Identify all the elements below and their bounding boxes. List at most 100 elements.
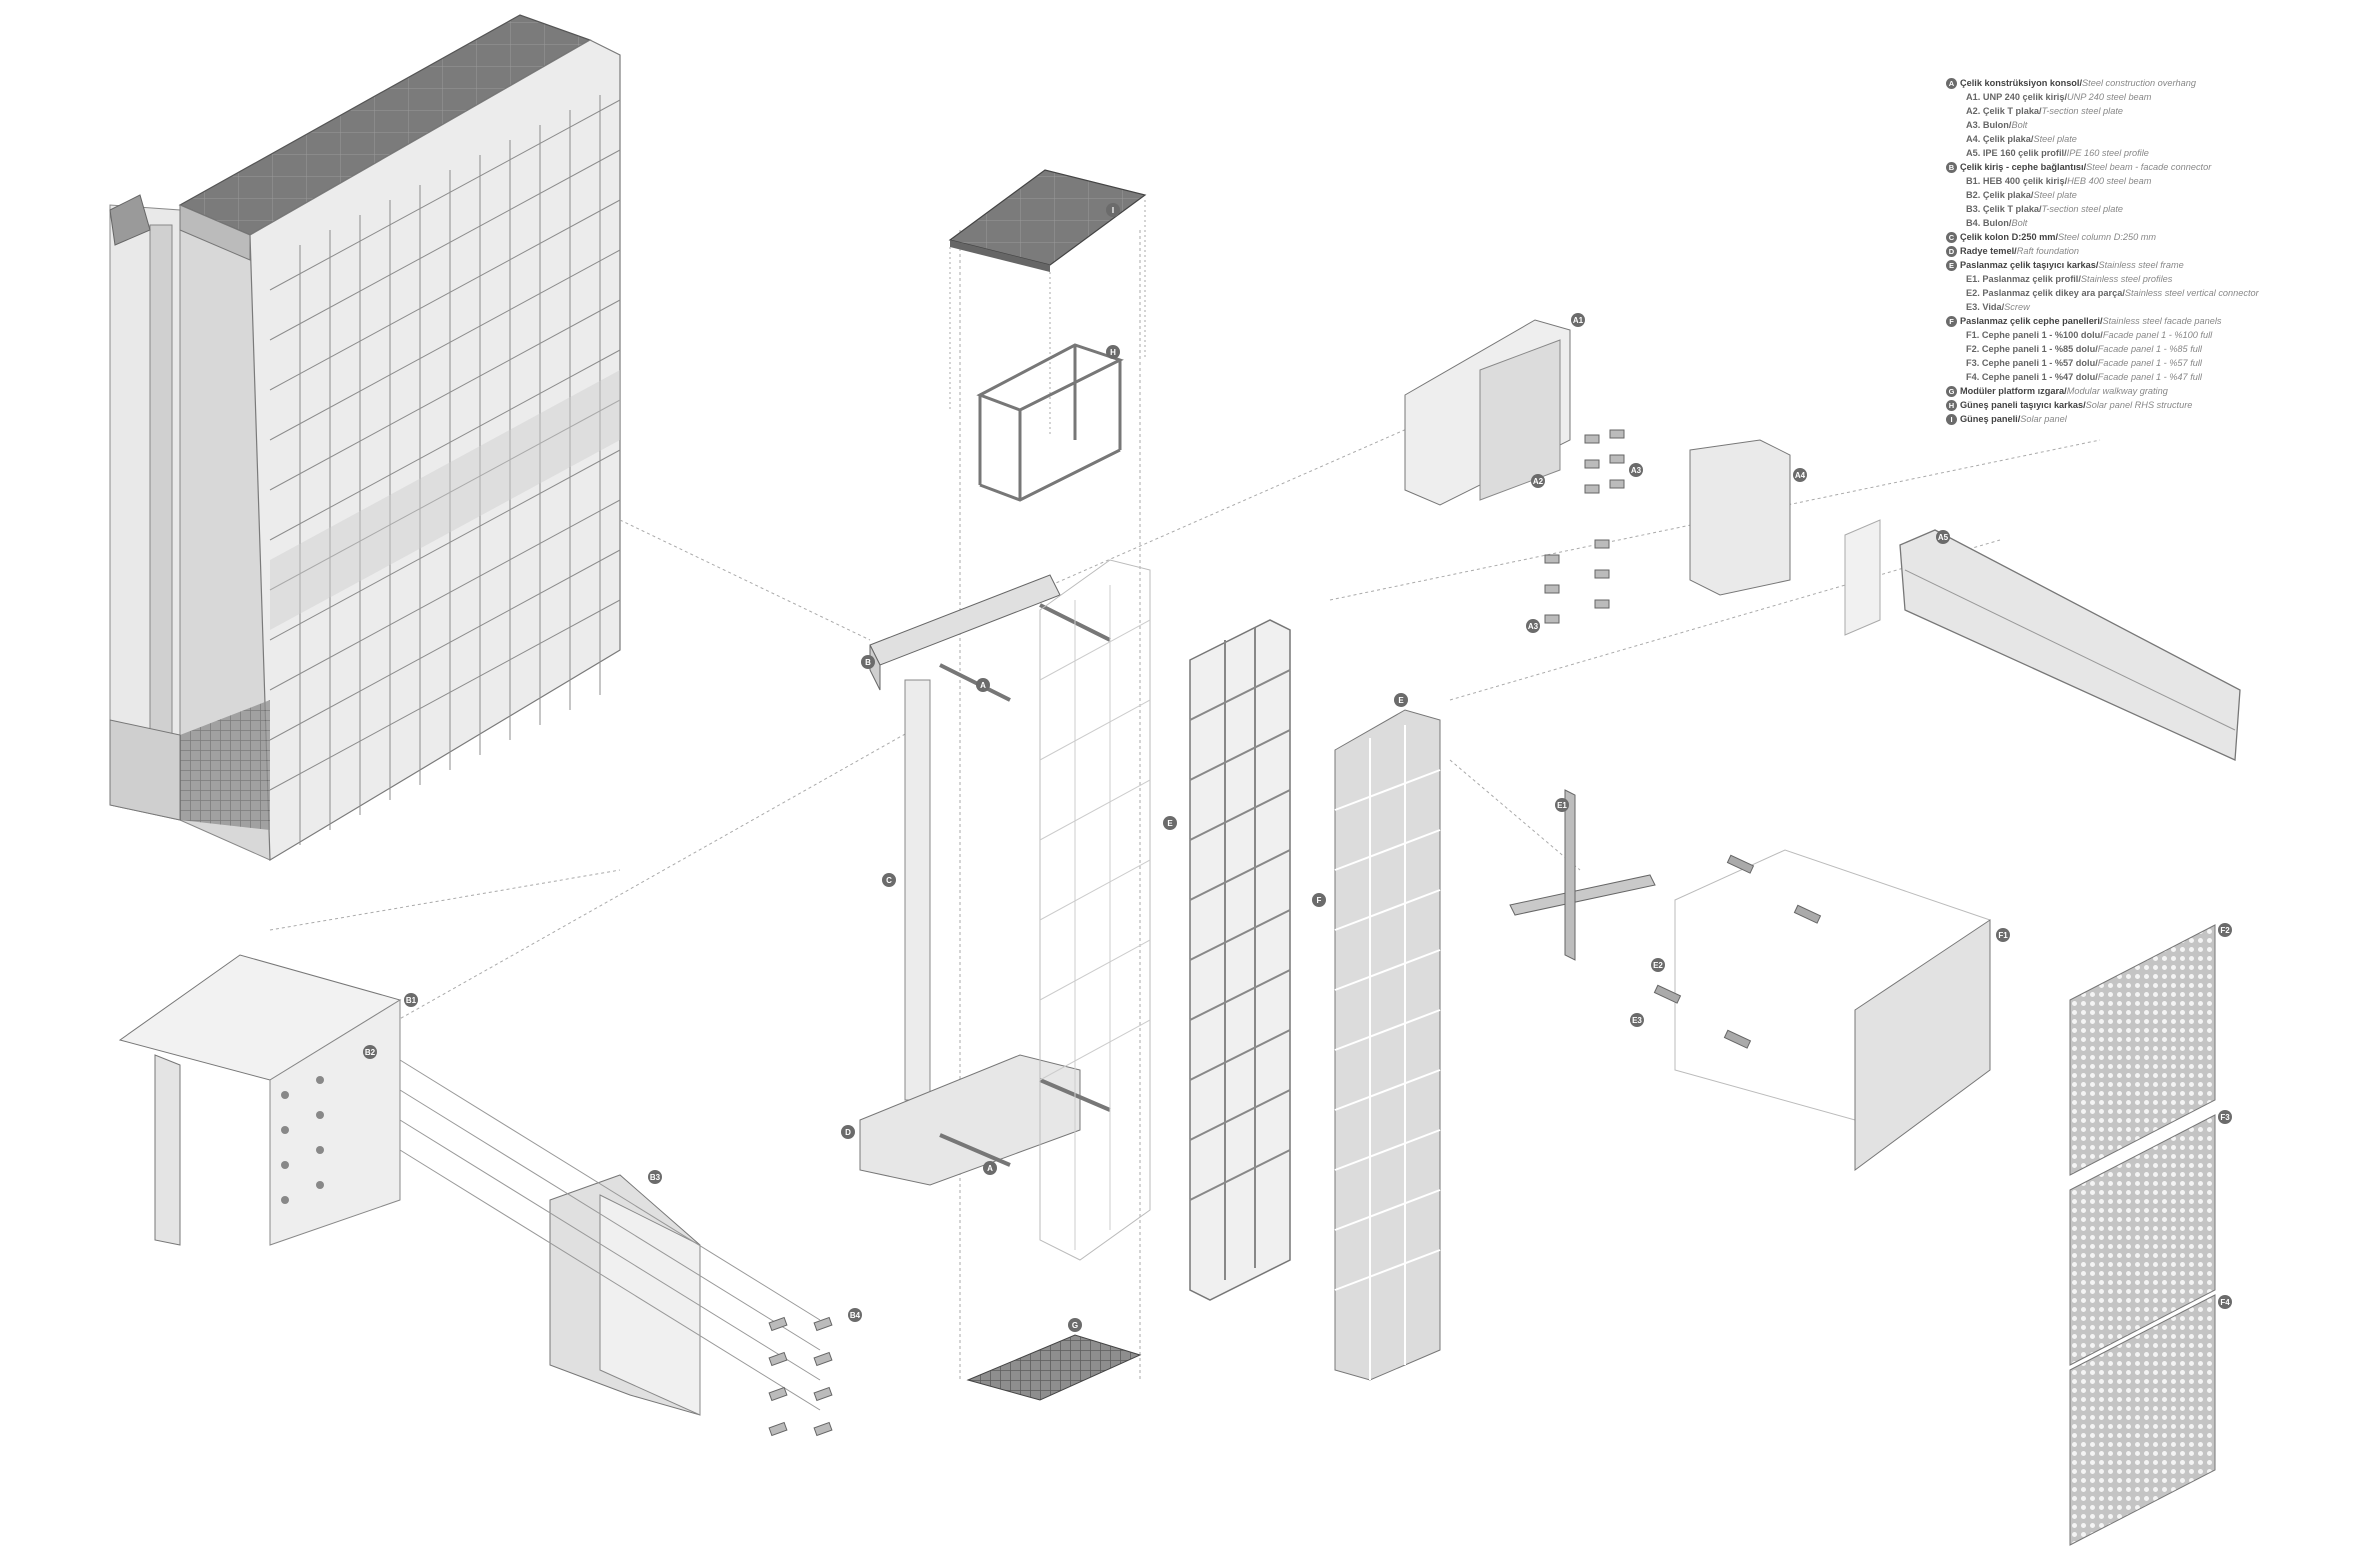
legend-item-en: Steel plate [2033, 134, 2077, 144]
legend-item-key: E3. [1966, 302, 1980, 312]
legend-item-en: Facade panel 1 - %57 full [2097, 358, 2202, 368]
legend-item: A3. Bulon/Bolt [1966, 120, 2028, 130]
legend-key-badge: B [1946, 162, 1957, 174]
legend-item-tr: Çelik plaka [1982, 134, 2031, 144]
legend-item-en: Stainless steel vertical connector [2124, 288, 2259, 298]
legend-item-en: T-section steel plate [2041, 204, 2123, 214]
legend-item-tr: Çelik plaka [1982, 190, 2031, 200]
legend-item-en: HEB 400 steel beam [2067, 176, 2152, 186]
legend-item-tr: Çelik T plaka [1982, 106, 2040, 116]
callout-b3: B3 [650, 1173, 661, 1182]
callout-b1: B1 [406, 996, 417, 1005]
legend-label-tr: Paslanmaz çelik taşıyıcı karkas [1960, 260, 2096, 270]
legend-label-tr: Paslanmaz çelik cephe panelleri [1960, 316, 2100, 326]
legend-item-key: A3. [1966, 120, 1981, 130]
legend-item-en: Stainless steel profiles [2080, 274, 2173, 284]
legend-label-tr: Çelik kiriş - cephe bağlantısı [1960, 162, 2084, 172]
legend-key-badge: H [1946, 400, 1957, 412]
legend-item-tr: Cephe paneli 1 - %85 dolu [1981, 344, 2096, 354]
legend-item-tr: IPE 160 çelik profil [1982, 148, 2065, 158]
legend-item: B4. Bulon/Bolt [1966, 218, 2028, 228]
callout-a2: A2 [1533, 477, 1544, 486]
legend-label-tr: Çelik konstrüksiyon konsol [1960, 78, 2080, 88]
legend-item: E2. Paslanmaz çelik dikey ara parça/Stai… [1966, 288, 2259, 298]
callout-a-top: A [980, 681, 986, 690]
callout-e1: E1 [1557, 801, 1567, 810]
legend-key-badge: C [1946, 232, 1957, 244]
perforated-facade-panels: F2 F3 F4 [2069, 923, 2232, 1546]
panel-connector-detail: E1 E2 E3 F1 [1509, 789, 2010, 1171]
legend-label-en: Solar panel RHS structure [2085, 400, 2193, 410]
legend-item: F1. Cephe paneli 1 - %100 dolu/Facade pa… [1966, 330, 2213, 340]
legend-item: F3. Cephe paneli 1 - %57 dolu/Facade pan… [1966, 358, 2202, 368]
callout-f3: F3 [2220, 1113, 2230, 1122]
legend-item-tr: Bulon [1982, 218, 2009, 228]
legend-item: F4. Cephe paneli 1 - %47 dolu/Facade pan… [1966, 372, 2202, 382]
legend-label-en: Steel construction overhang [2082, 78, 2196, 88]
legend-key-badge: D [1946, 246, 1957, 258]
callout-f: F [1317, 896, 1322, 905]
callout-d: D [845, 1128, 851, 1137]
callout-f2: F2 [2220, 926, 2230, 935]
legend-key-badge: A [1946, 78, 1957, 90]
legend-item: B3. Çelik T plaka/T-section steel plate [1966, 204, 2123, 214]
legend-item-key: F3. [1966, 358, 1980, 368]
steel-overhang-detail: A1 A2 A3 A3 A4 A5 [1404, 313, 2241, 761]
legend-item-en: Screw [2004, 302, 2030, 312]
legend-item-tr: Cephe paneli 1 - %100 dolu [1981, 330, 2101, 340]
legend-key-badge: F [1946, 316, 1957, 328]
legend-label-en: Solar panel [2020, 414, 2067, 424]
callout-b4: B4 [850, 1311, 861, 1320]
legend-item: E3. Vida/Screw [1966, 302, 2030, 312]
legend-item-tr: Cephe paneli 1 - %47 dolu [1981, 372, 2096, 382]
legend-item-tr: Vida [1982, 302, 2002, 312]
callout-e: E [1167, 819, 1173, 828]
legend-key-badge: E [1946, 260, 1957, 272]
callout-i: I [1112, 206, 1114, 215]
legend-item-key: B3. [1966, 204, 1981, 214]
callout-c: C [886, 876, 892, 885]
legend-item: B1. HEB 400 çelik kiriş/HEB 400 steel be… [1966, 176, 2152, 186]
legend-item-key: F2. [1966, 344, 1980, 354]
legend-item-tr: Cephe paneli 1 - %57 dolu [1981, 358, 2096, 368]
legend-item-key: F4. [1966, 372, 1980, 382]
solar-panel-rhs-structure: H [976, 343, 1124, 502]
legend-item-en: Facade panel 1 - %85 full [2097, 344, 2202, 354]
legend-label-tr: Güneş paneli [1960, 414, 2018, 424]
callout-f4: F4 [2220, 1298, 2230, 1307]
solar-panel: I [948, 169, 1147, 435]
callout-f1: F1 [1998, 931, 2008, 940]
walkway-grating: G [966, 1318, 1142, 1401]
legend-item-tr: Paslanmaz çelik dikey ara parça [1982, 288, 2123, 298]
legend-label-en: Stainless steel facade panels [2102, 316, 2222, 326]
legend-item: F2. Cephe paneli 1 - %85 dolu/Facade pan… [1966, 344, 2202, 354]
legend-item-en: Steel plate [2033, 190, 2077, 200]
legend-item-key: B2. [1966, 190, 1981, 200]
legend-item-tr: UNP 240 çelik kiriş [1982, 92, 2065, 102]
legend-label-en: Raft foundation [2016, 246, 2080, 256]
legend-label-en: Steel column D:250 mm [2058, 232, 2157, 242]
legend-item-en: UNP 240 steel beam [2067, 92, 2152, 102]
legend-key-badge: I [1946, 414, 1957, 426]
callout-h: H [1110, 348, 1116, 357]
legend-item-en: Bolt [2011, 218, 2028, 228]
legend-item: B2. Çelik plaka/Steel plate [1966, 190, 2077, 200]
building-facade-axonometric [109, 14, 621, 862]
legend-item-key: A2. [1966, 106, 1981, 116]
legend-label-tr: Radye temel [1960, 246, 2015, 256]
callout-e2: E2 [1653, 961, 1663, 970]
callout-e-panel: E [1398, 696, 1404, 705]
callout-a5: A5 [1938, 533, 1949, 542]
legend-item-key: B4. [1966, 218, 1981, 228]
legend-label-en: Modular walkway grating [2066, 386, 2168, 396]
legend-item-en: T-section steel plate [2041, 106, 2123, 116]
